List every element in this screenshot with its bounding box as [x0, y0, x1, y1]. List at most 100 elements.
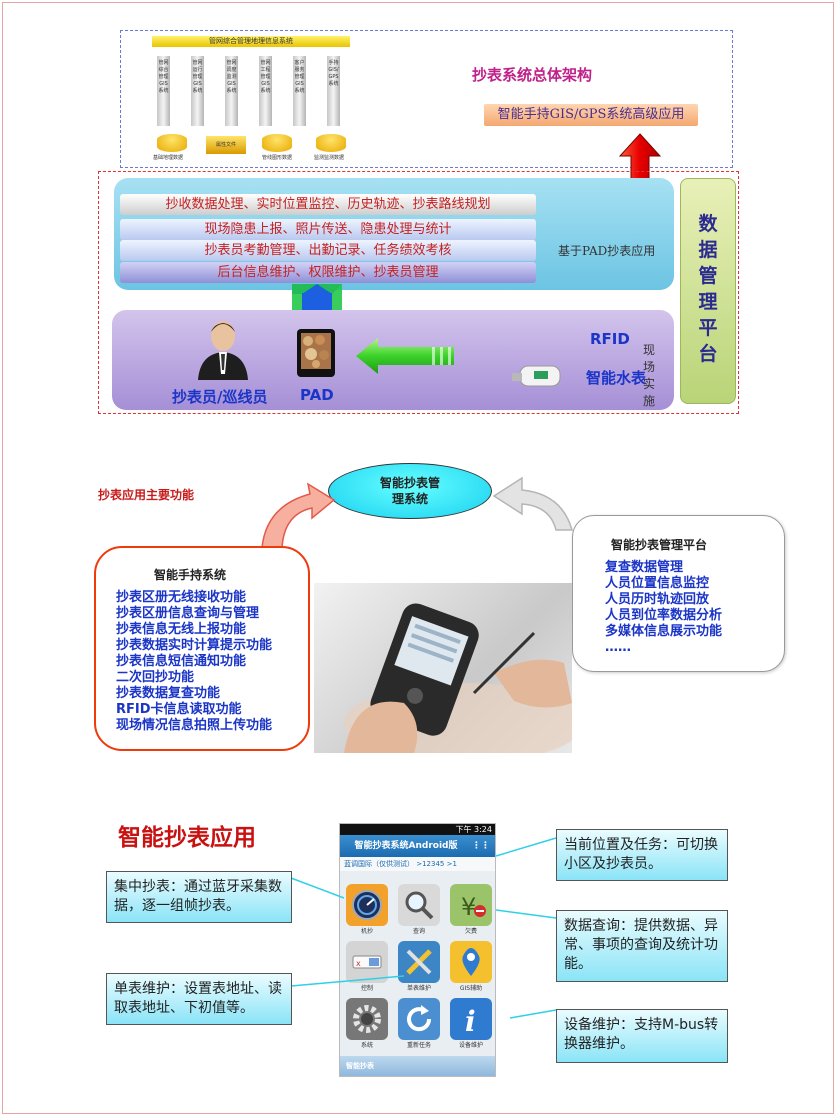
handset-system-box: 智能手持系统 抄表区册无线接收功能 抄表区册信息查询与管理 抄表信息无线上报功能…	[94, 546, 310, 751]
function-bar-2: 现场隐患上报、照片传送、隐患处理与统计	[120, 219, 536, 240]
app-tile-device[interactable]: i 设备维护	[450, 998, 492, 1049]
center-system-node: 智能抄表管理系统	[328, 463, 492, 519]
person-icon	[198, 321, 248, 380]
tile-label: 系统	[360, 1042, 373, 1049]
app-tile-meter-reading[interactable]: 机抄	[346, 884, 388, 935]
pillar-2: 管网运行管理GIS系统	[191, 56, 204, 126]
platform-feature: ……	[605, 640, 631, 655]
magnifier-icon	[398, 884, 440, 926]
callout-device: 设备维护：支持M-bus转换器维护。	[556, 1009, 728, 1063]
functions-title: 抄表应用主要功能	[98, 488, 195, 502]
handset-feature: 抄表数据复查功能	[116, 686, 221, 701]
tile-label: GIS辅助	[459, 985, 483, 992]
handset-feature: 二次回抄功能	[116, 670, 195, 685]
field-implementation-label: 现场实施	[643, 343, 656, 408]
tile-label: 设备维护	[458, 1042, 483, 1049]
curved-arrow-icon	[261, 482, 336, 549]
platform-feature: 多媒体信息展示功能	[605, 624, 723, 639]
handset-title: 智能手持系统	[154, 568, 227, 582]
tile-label: 重新任务	[406, 1042, 431, 1049]
center-system-label: 智能抄表管理系统	[380, 476, 441, 506]
breadcrumb[interactable]: 蓝调国际（仅供测试） >12345 >1	[340, 857, 495, 871]
grid-menu-icon[interactable]: ⋮⋮	[472, 841, 490, 851]
gauge-icon	[346, 884, 388, 926]
platform-label: 数据管理平台	[698, 213, 718, 365]
gis-app-box: 智能手持GIS/GPS系统高级应用	[484, 104, 698, 126]
phone-footer: 智能抄表	[340, 1056, 495, 1076]
handset-feature: 抄表信息无线上报功能	[116, 622, 247, 637]
tile-label: 查询	[412, 928, 425, 935]
tile-label: 单表维护	[406, 985, 431, 992]
svg-text:¥: ¥	[461, 893, 476, 921]
pillar-5: 客户服务管理GIS系统	[293, 56, 306, 126]
app-section-title: 智能抄表应用	[118, 825, 256, 851]
app-tile-single-meter[interactable]: 单表维护	[398, 941, 440, 992]
switch-icon: x	[346, 941, 388, 983]
database-label: 基础地理数据	[153, 155, 184, 161]
function-bar-3: 抄表员考勤管理、出勤记录、任务绩效考核	[120, 240, 536, 261]
platform-feature: 人员位置信息监控	[605, 576, 710, 591]
app-title: 智能抄表系统Android版	[354, 841, 458, 851]
rfid-label: RFID	[590, 330, 630, 348]
handset-feature: 现场情况信息拍照上传功能	[116, 718, 273, 733]
app-tile-retask[interactable]: 重新任务	[398, 998, 440, 1049]
app-title-bar: 智能抄表系统Android版 ⋮⋮	[340, 835, 495, 857]
smart-meter-label: 智能水表	[586, 369, 647, 387]
database-label: 监测监测数据	[314, 155, 345, 161]
database-label: 管线图形数据	[262, 155, 293, 161]
app-tile-control[interactable]: x 控制	[346, 941, 388, 992]
handset-feature: 抄表区册无线接收功能	[116, 590, 247, 605]
pad-icon	[297, 329, 335, 377]
pillar-3: 管网调度监测GIS系统	[225, 56, 238, 126]
status-bar: 下午 3:24	[340, 824, 495, 835]
database-icon	[316, 134, 346, 152]
reader-label: 抄表员/巡线员	[172, 388, 268, 406]
left-arrow-icon	[356, 338, 454, 374]
database-icon	[157, 134, 187, 152]
svg-text:i: i	[465, 1005, 476, 1035]
yen-icon: ¥	[450, 884, 492, 926]
map-pin-icon	[450, 941, 492, 983]
handset-feature: RFID卡信息读取功能	[116, 702, 242, 717]
callout-bulk-reading: 集中抄表：通过蓝牙采集数据，逐一组帧抄表。	[106, 871, 292, 923]
callout-single-meter: 单表维护：设置表地址、读取表地址、下初值等。	[106, 973, 292, 1025]
svg-text:x: x	[356, 959, 361, 968]
pillar-1: 管网综合管理GIS系统	[157, 56, 170, 126]
handset-feature: 抄表数据实时计算提示功能	[116, 638, 273, 653]
tile-label: 欠费	[464, 928, 477, 935]
handheld-phone-illustration	[344, 603, 584, 763]
pad-label: PAD	[300, 386, 334, 404]
refresh-icon	[398, 998, 440, 1040]
phone-screenshot: 下午 3:24 智能抄表系统Android版 ⋮⋮ 蓝调国际（仅供测试） >12…	[339, 823, 496, 1077]
app-tile-arrears[interactable]: ¥ 欠费	[450, 884, 492, 935]
app-tile-query[interactable]: 查询	[398, 884, 440, 935]
gis-system-box	[120, 30, 733, 168]
tools-icon	[398, 941, 440, 983]
app-tile-system[interactable]: 系统	[346, 998, 388, 1049]
system-header: 管网综合管理地理信息系统	[152, 36, 350, 47]
handset-feature: 抄表区册信息查询与管理	[116, 606, 260, 621]
platform-box: 智能抄表管理平台 复查数据管理 人员位置信息监控 人员历时轨迹回放 人员到位率数…	[572, 515, 785, 672]
attribute-file-icon: 属性文件	[206, 136, 246, 154]
architecture-title: 抄表系统总体架构	[472, 66, 593, 84]
function-bar-1: 抄收数据处理、实时位置监控、历史轨迹、抄表路线规划	[120, 194, 536, 215]
data-platform: 数据管理平台	[680, 178, 736, 404]
handset-feature: 抄表信息短信通知功能	[116, 654, 247, 669]
callout-data-query: 数据查询：提供数据、异常、事项的查询及统计功能。	[556, 910, 728, 982]
tile-label: 控制	[360, 985, 373, 992]
platform-title: 智能抄表管理平台	[611, 538, 708, 552]
app-tile-gis[interactable]: GIS辅助	[450, 941, 492, 992]
platform-feature: 人员到位率数据分析	[605, 608, 723, 623]
smart-meter-icon	[512, 365, 561, 387]
curved-arrow-icon	[492, 476, 573, 531]
tile-label: 机抄	[360, 928, 373, 935]
pillar-4: 管网工程管理GIS系统	[259, 56, 272, 126]
status-time: 下午 3:24	[455, 825, 492, 834]
platform-feature: 人员历时轨迹回放	[605, 592, 710, 607]
platform-feature: 复查数据管理	[605, 560, 684, 575]
handheld-device-photo	[314, 583, 584, 763]
application-frame	[98, 171, 739, 414]
pad-app-label: 基于PAD抄表应用	[558, 244, 656, 258]
info-icon: i	[450, 998, 492, 1040]
